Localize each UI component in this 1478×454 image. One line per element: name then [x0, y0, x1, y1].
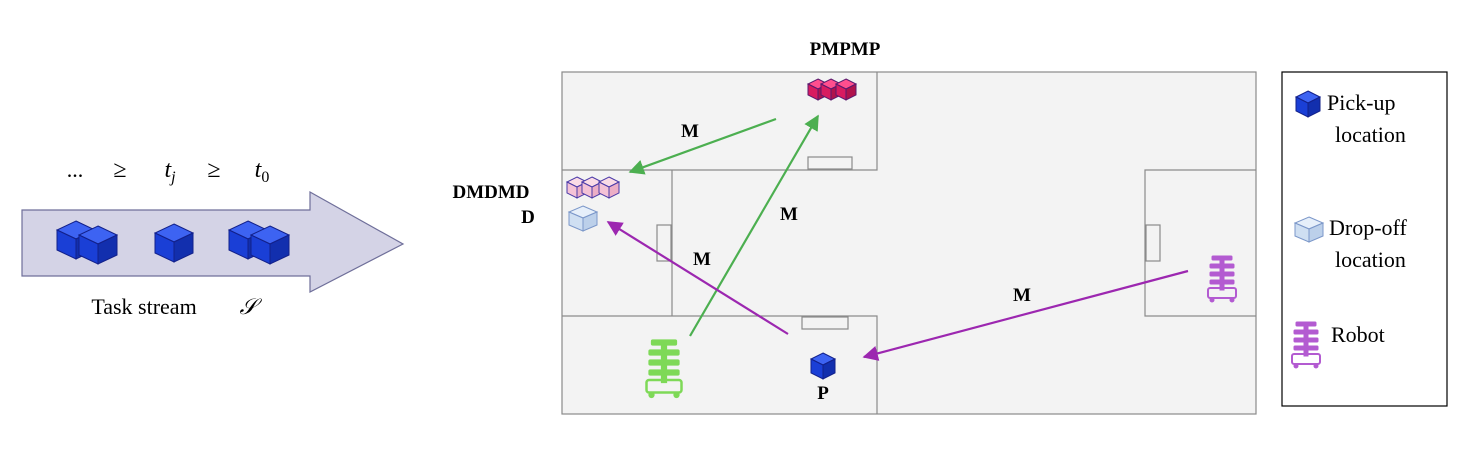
room-walls	[562, 72, 1256, 414]
legend: Pick-up location Drop-off location Robot	[1281, 71, 1448, 407]
green-arrow-to-pickup-stack	[689, 114, 819, 337]
task-stream-label: Task stream	[91, 294, 196, 319]
pickup-point-label: P	[817, 383, 829, 404]
stream-order-ellipsis: ...	[67, 157, 84, 182]
purple-arrow-to-dropoff	[606, 221, 789, 335]
legend-robot-label: Robot	[1331, 322, 1385, 347]
move-label-2: M	[780, 204, 798, 225]
stream-order-t0: t0	[255, 157, 270, 186]
task-stream-symbol: 𝒮	[239, 294, 262, 319]
purple-arrow-to-pickup	[862, 269, 1189, 361]
legend-dropoff-label: Drop-off location	[1329, 215, 1412, 272]
legend-pickup-line2: location	[1335, 122, 1406, 147]
legend-dropoff-line1: Drop-off	[1329, 215, 1407, 240]
stream-order-zero: 0	[261, 169, 269, 186]
task-stream-arrow	[21, 190, 405, 293]
legend-dropoff-line2: location	[1335, 247, 1406, 272]
move-label-1: M	[681, 121, 699, 142]
floor-map: PMPMP DMDMD D P M M M M	[452, 39, 1257, 415]
pickup-stack	[807, 78, 857, 101]
stream-order-geq-1: ≥	[113, 157, 126, 183]
task-stream: ... ≥ tj ≥ t0 Task stream 𝒮	[21, 157, 405, 319]
dropoff-stack-label-line2: D	[521, 207, 535, 228]
legend-pickup-icon	[1295, 90, 1321, 118]
pickup-point-cube	[810, 352, 836, 380]
stream-order-t-2: t	[255, 157, 263, 183]
legend-pickup-line1: Pick-up	[1327, 90, 1395, 115]
stream-order-t: t	[164, 157, 172, 183]
legend-dropoff-icon	[1294, 216, 1324, 243]
stream-order-tj: tj	[164, 157, 176, 186]
move-label-3: M	[693, 249, 711, 270]
dropoff-stack-label-line1: DMDMD	[452, 182, 529, 203]
floor-outline	[561, 71, 1257, 415]
move-label-4: M	[1013, 285, 1031, 306]
stream-order-geq-2: ≥	[207, 157, 220, 183]
green-arrow-to-dropoff	[628, 117, 777, 175]
stream-order-j: j	[169, 169, 176, 186]
pickup-stack-label: PMPMP	[810, 39, 881, 60]
legend-pickup-label: Pick-up location	[1327, 90, 1406, 147]
